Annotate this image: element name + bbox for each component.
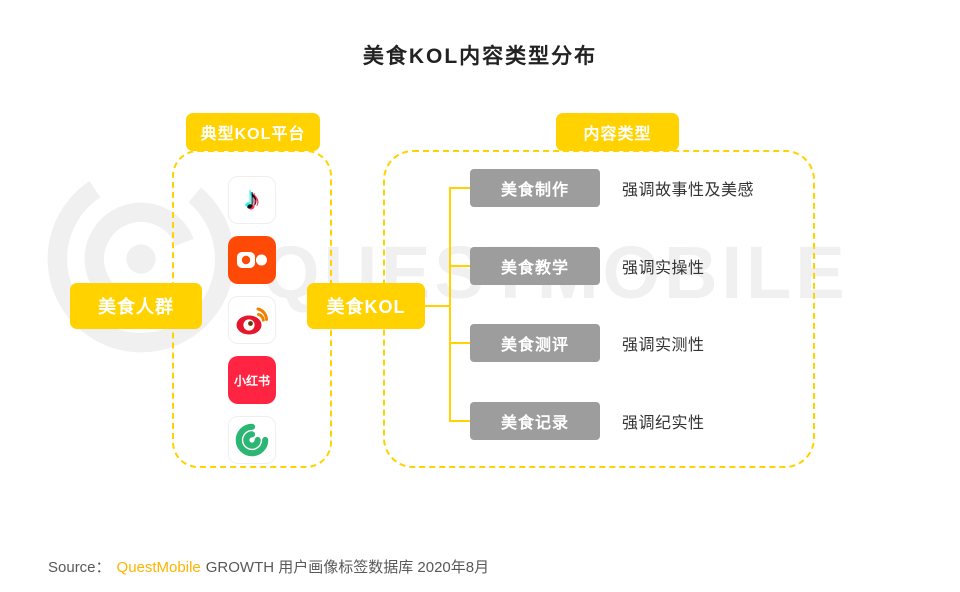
content-type-desc: 强调实操性 bbox=[622, 260, 705, 277]
xiaohongshu-label: 小红书 bbox=[233, 373, 270, 388]
page-title: 美食KOL内容类型分布 bbox=[362, 45, 598, 68]
weibo-eye-glyph bbox=[236, 307, 268, 335]
kuaishou-icon bbox=[228, 236, 276, 284]
kol-box: 美食KOL bbox=[307, 283, 425, 329]
content-type-desc: 强调故事性及美感 bbox=[622, 182, 755, 199]
connector-vertical bbox=[449, 187, 451, 422]
green-swirl-icon bbox=[228, 416, 276, 464]
kuaishou-camera-glyph bbox=[237, 252, 267, 268]
content-type-box: 美食记录 bbox=[470, 402, 600, 440]
content-type-box: 美食测评 bbox=[470, 324, 600, 362]
xiaohongshu-icon: 小红书 bbox=[228, 356, 276, 404]
crowd-box: 美食人群 bbox=[70, 283, 202, 329]
douyin-note-glyph: ♪ bbox=[242, 181, 258, 214]
content-type-box: 美食教学 bbox=[470, 247, 600, 285]
content-type-desc: 强调纪实性 bbox=[622, 415, 705, 432]
douyin-note-glyph: ♪ bbox=[246, 184, 262, 217]
source-prefix: Source： bbox=[48, 559, 111, 576]
green-swirl-glyph bbox=[235, 423, 269, 457]
platform-panel-header: 典型KOL平台 bbox=[186, 113, 320, 151]
connector-branch-2 bbox=[449, 265, 470, 267]
content-type-desc: 强调实测性 bbox=[622, 337, 705, 354]
content-panel-header: 内容类型 bbox=[556, 113, 679, 151]
weibo-icon bbox=[228, 296, 276, 344]
connector-branch-4 bbox=[449, 420, 470, 422]
source-suffix: GROWTH 用户画像标签数据库 2020年8月 bbox=[205, 559, 490, 576]
source-brand: QuestMobile bbox=[116, 559, 201, 576]
connector-branch-1 bbox=[449, 187, 470, 189]
connector-kol-stem bbox=[425, 305, 451, 307]
content-type-box: 美食制作 bbox=[470, 169, 600, 207]
douyin-icon: ♪ ♪ ♪ bbox=[228, 176, 276, 224]
connector-branch-3 bbox=[449, 342, 470, 344]
douyin-note-glyph: ♪ bbox=[244, 183, 260, 216]
